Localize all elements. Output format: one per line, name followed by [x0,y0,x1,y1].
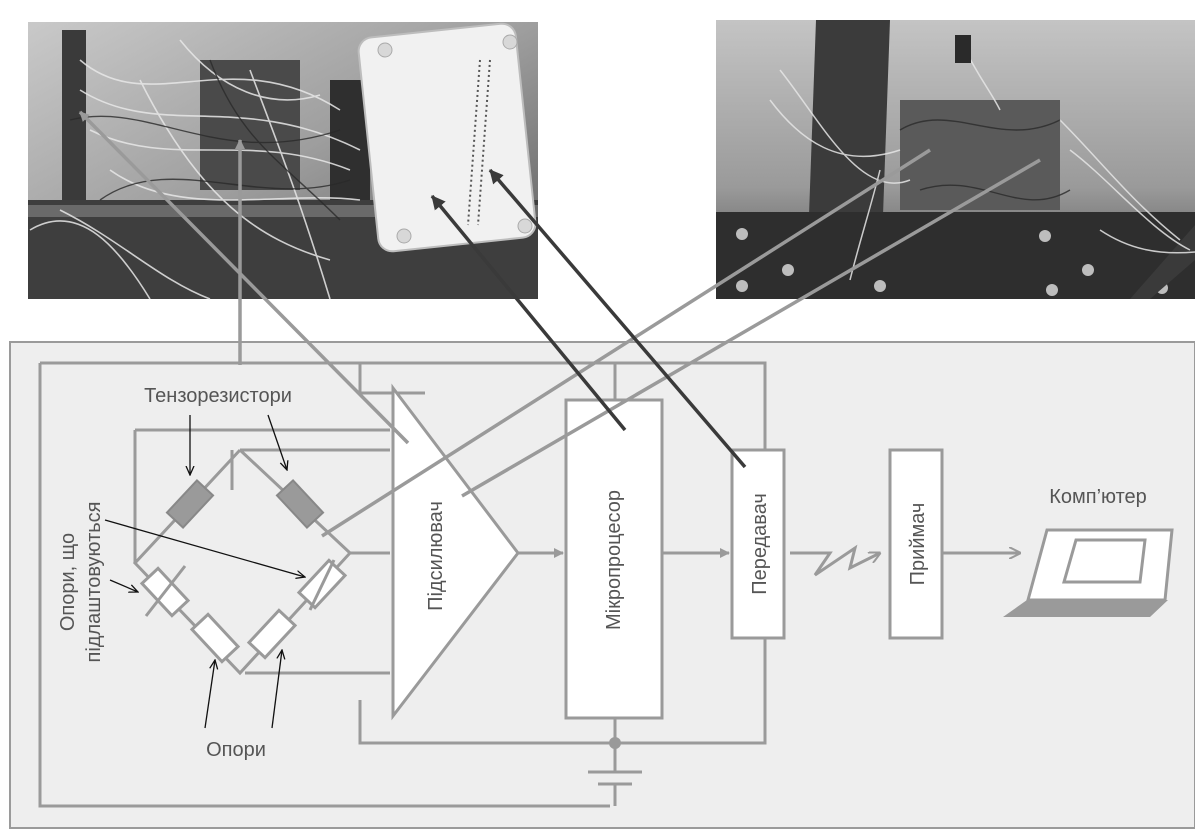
adjustable-resistors-label-line1: Опори, що [57,533,79,631]
photo-right-mounted-board [716,20,1195,299]
wireless-link [790,544,880,577]
amplifier-label: Підсилювач [425,501,447,611]
transmitter-block [730,448,786,640]
receiver-label: Приймач [907,503,929,586]
microprocessor-label: Мікропроцесор [603,490,625,630]
strain-gauge-right [275,478,325,530]
resistors-label: Опори [206,739,266,761]
adjustable-resistor-left [139,565,191,618]
photo-left-electronics-box [28,22,538,300]
circuit-wiring [38,361,767,808]
ground-junction [609,737,621,749]
receiver-block [888,448,944,640]
computer-label: Комп’ютер [1049,486,1147,508]
transmitter-label: Передавач [749,493,771,595]
microprocessor-block [564,398,664,720]
resistor-left [189,612,241,664]
adjustable-resistors-label-line2: підлаштовуються [83,502,105,663]
strain-gauges-label: Тензорезистори [144,385,292,407]
computer-icon [1003,528,1174,617]
resistor-right [246,608,298,660]
strain-gauge-left [165,478,215,530]
adjustable-resistor-right [296,558,348,611]
